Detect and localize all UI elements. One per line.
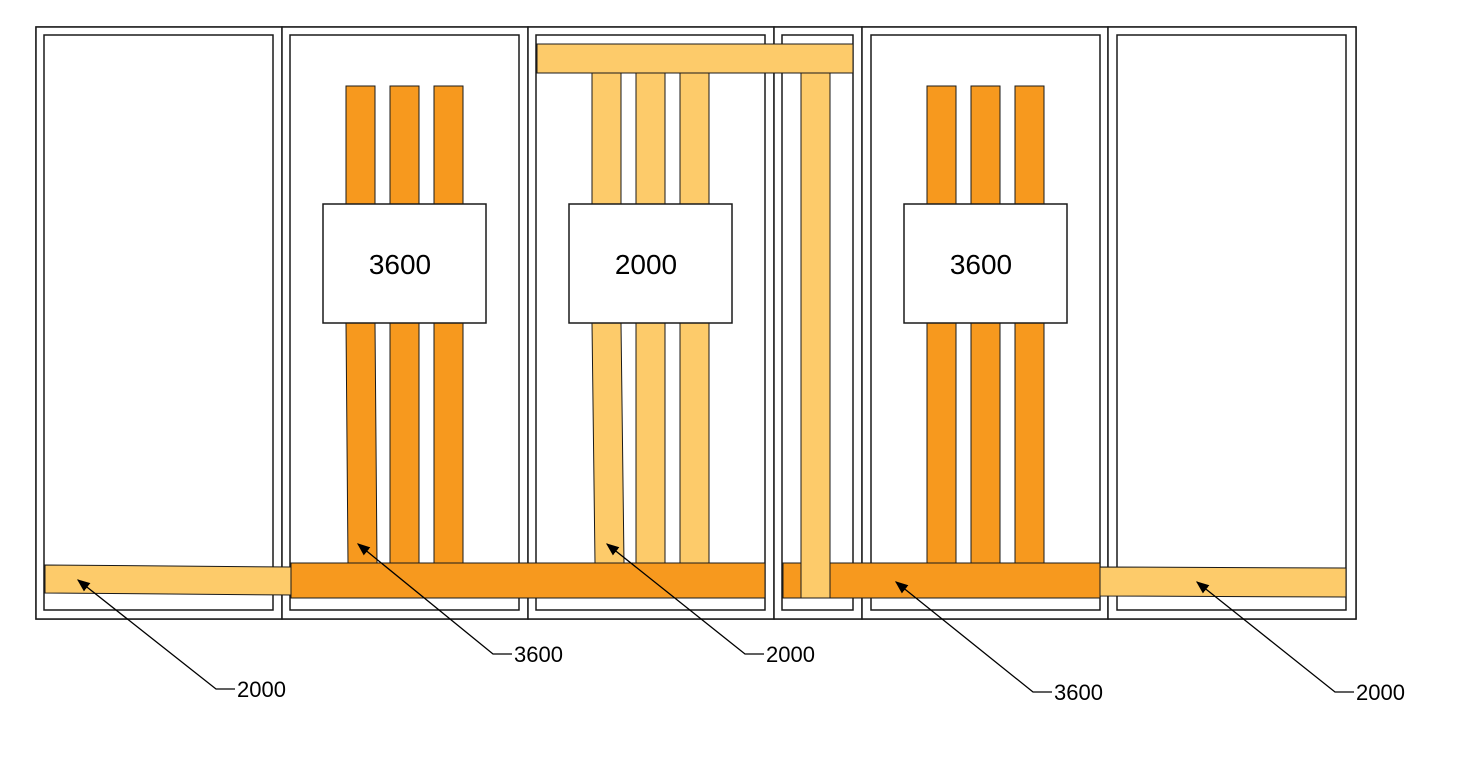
busbar-main-left-light (44, 564, 292, 596)
busbar-main-right-light (1099, 566, 1347, 598)
busbar-p5-a-top (926, 85, 957, 206)
callout-5-leader (1195, 581, 1354, 693)
callout-4-label: 3600 (1054, 680, 1103, 705)
busbar-p2-a-bottom (345, 322, 378, 564)
busbar-p2-c-bottom (433, 322, 464, 564)
callout-3-label: 2000 (766, 642, 815, 667)
callout-5-label: 2000 (1356, 680, 1405, 705)
busbar-p2-c-top (433, 85, 464, 206)
busbar-p3-b-top (635, 72, 666, 206)
breaker-2-label: 2000 (615, 249, 677, 280)
busbar-p3-b-bottom (635, 322, 666, 564)
callout-1-leader (76, 579, 235, 690)
callout-4-leader (894, 581, 1052, 693)
busbar-p2-b-top (389, 85, 420, 206)
busbar-p5-b-top (970, 85, 1001, 206)
callout-1-label: 2000 (237, 677, 286, 702)
breaker-1-label: 3600 (369, 249, 431, 280)
busbar-p5-c-top (1014, 85, 1045, 206)
breaker-3-label: 3600 (950, 249, 1012, 280)
busbar-riser-light (800, 72, 831, 599)
busbar-main-dark-right (782, 562, 1101, 599)
busbar-p5-a-bottom (926, 322, 957, 564)
breaker-box-3: 3600 (903, 203, 1068, 324)
busbar-p2-b-bottom (389, 322, 420, 564)
panel-1-inner (43, 34, 274, 611)
busbar-p2-a-top (345, 85, 376, 206)
busbar-p3-c-bottom (679, 322, 710, 564)
breaker-box-1: 3600 (322, 203, 487, 324)
callout-2-label: 3600 (514, 642, 563, 667)
breaker-box-2: 2000 (568, 203, 733, 324)
busbar-p3-a-top (591, 72, 622, 206)
busbar-p3-a-bottom (591, 322, 625, 564)
busbar-p3-c-top (679, 72, 710, 206)
busbar-p5-c-bottom (1014, 322, 1045, 564)
panel-6-inner (1116, 34, 1347, 611)
busbar-top-light (536, 43, 854, 74)
busbar-p5-b-bottom (970, 322, 1001, 564)
callout-2-leader (356, 543, 512, 655)
busbar-main-dark-left (290, 562, 766, 599)
callout-3-leader (605, 543, 764, 655)
